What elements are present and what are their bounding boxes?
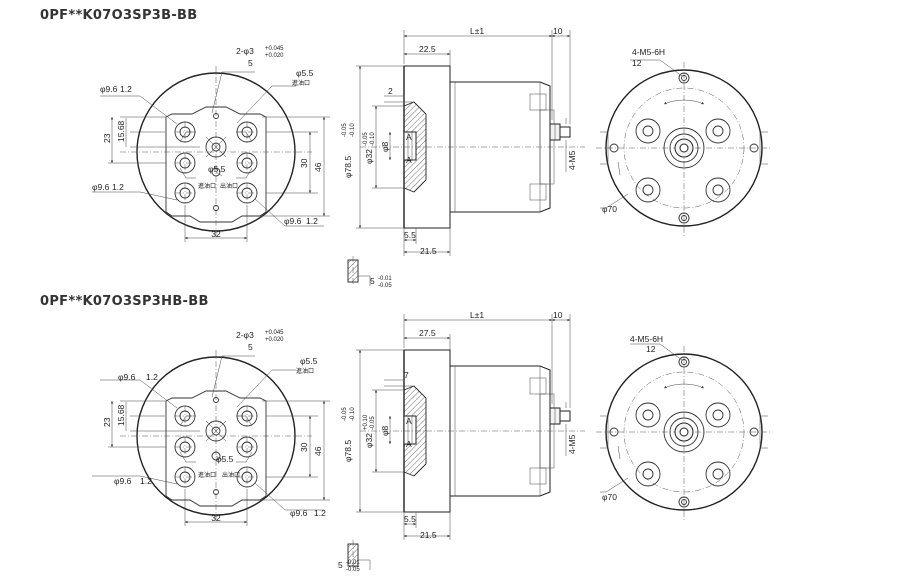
rear-view bbox=[596, 60, 772, 236]
dim-label: -0.05 bbox=[346, 567, 360, 573]
dim-label: φ32 bbox=[364, 433, 374, 448]
dim-label: +0.045 bbox=[265, 330, 284, 336]
dim-label: 1.2 bbox=[314, 508, 326, 518]
dim-label: 32 bbox=[211, 229, 221, 239]
dim-label: 12 bbox=[632, 58, 642, 68]
dim-label: 5.5 bbox=[404, 514, 416, 524]
dim-label: φ9.6 bbox=[114, 476, 132, 486]
dim-label: -0.01 bbox=[378, 276, 392, 282]
dim-label: -0.10 bbox=[350, 407, 356, 421]
side-section-view bbox=[348, 314, 585, 570]
labels-drawing-1: 2-φ3 +0.045 +0.020 5 φ5.5 進油口 φ9.6 1.2 φ… bbox=[92, 26, 665, 289]
port-label: 進油口 bbox=[198, 471, 216, 479]
dim-label: φ70 bbox=[602, 204, 617, 214]
rear-view bbox=[596, 344, 772, 520]
dim-label: 15.68 bbox=[116, 404, 126, 426]
dim-label: 23 bbox=[102, 133, 112, 143]
dim-label: -0.05 bbox=[342, 123, 348, 137]
dim-label: 5 bbox=[248, 342, 253, 352]
section-label: A bbox=[406, 416, 412, 426]
dim-label: 46 bbox=[313, 446, 323, 456]
side-section-view bbox=[348, 30, 585, 286]
dim-label: -0.05 bbox=[342, 407, 348, 421]
dim-label: 4-M5-6H bbox=[632, 47, 665, 57]
dim-label: +0.10 bbox=[363, 414, 369, 430]
dim-label: 5 bbox=[248, 58, 253, 68]
dim-label: φ78.5 bbox=[343, 440, 353, 462]
dim-label: φ78.5 bbox=[343, 156, 353, 178]
dim-label: 進油口 bbox=[296, 367, 314, 375]
dim-label: φ8 bbox=[380, 425, 390, 436]
dim-label: L±1 bbox=[470, 310, 484, 320]
port-label: 出油口 bbox=[222, 471, 240, 479]
dim-label: 1.2 bbox=[306, 216, 318, 226]
drawing-title: 0PF**K07O3SP3B-BB bbox=[40, 8, 198, 23]
dim-label: φ9.6 bbox=[92, 182, 110, 192]
dim-label: 10 bbox=[553, 26, 563, 36]
dim-label: 7 bbox=[404, 370, 409, 380]
dim-label: +0.045 bbox=[265, 46, 284, 52]
dim-label: 1.2 bbox=[140, 476, 152, 486]
dim-label: 4-M5 bbox=[567, 150, 577, 170]
dim-label: 1.2 bbox=[112, 182, 124, 192]
dim-label: 2-φ3 bbox=[236, 330, 254, 340]
dim-label: -0.01 bbox=[346, 560, 360, 566]
dim-label: -0.05 bbox=[378, 283, 392, 289]
dim-label: φ9.6 bbox=[284, 216, 302, 226]
dim-label: φ5.5 bbox=[300, 356, 318, 366]
dim-label: 進油口 bbox=[292, 79, 310, 87]
dim-label: 23 bbox=[102, 417, 112, 427]
dim-label: 12 bbox=[646, 344, 656, 354]
dim-label: -0.05 bbox=[363, 132, 369, 146]
dim-label: +0.020 bbox=[265, 337, 284, 343]
dim-label: φ5.5 bbox=[216, 454, 234, 464]
dim-label: 46 bbox=[313, 162, 323, 172]
dim-label: 4-M5-6H bbox=[630, 334, 663, 344]
dim-label: 30 bbox=[299, 158, 309, 168]
dim-label: 4-M5 bbox=[567, 434, 577, 454]
dim-label: 15.68 bbox=[116, 120, 126, 142]
dim-label: 5.5 bbox=[404, 230, 416, 240]
dim-label: φ32 bbox=[364, 149, 374, 164]
dim-label: +0.020 bbox=[265, 53, 284, 59]
dim-label: φ9.6 bbox=[100, 84, 118, 94]
dim-label: 1.2 bbox=[120, 84, 132, 94]
dim-label: φ5.5 bbox=[296, 68, 314, 78]
dim-label: 10 bbox=[553, 310, 563, 320]
dim-label: 2 bbox=[388, 86, 393, 96]
dim-label: 22.5 bbox=[419, 44, 436, 54]
dim-label: φ9.6 bbox=[118, 372, 136, 382]
section-label: A bbox=[406, 439, 412, 449]
dim-label: -0.10 bbox=[350, 123, 356, 137]
dim-label: 27.5 bbox=[419, 328, 436, 338]
dim-label: 30 bbox=[299, 442, 309, 452]
dim-label: -0.10 bbox=[370, 132, 376, 146]
dim-label: 32 bbox=[211, 513, 221, 523]
dim-label: L±1 bbox=[470, 26, 484, 36]
dim-label: -0.05 bbox=[370, 416, 376, 430]
section-label: A bbox=[406, 155, 412, 165]
dim-label: φ70 bbox=[602, 492, 617, 502]
dim-label: 2-φ3 bbox=[236, 46, 254, 56]
labels-drawing-2: 2-φ3 +0.045 +0.020 5 φ5.5 進油口 φ9.6 1.2 φ… bbox=[102, 310, 663, 573]
section-label: A bbox=[406, 132, 412, 142]
port-label: 進油口 bbox=[198, 182, 216, 190]
dim-label: 5 bbox=[370, 276, 375, 286]
dim-label: 21.5 bbox=[420, 530, 437, 540]
dim-label: φ8 bbox=[380, 141, 390, 152]
dim-label: φ5.5 bbox=[208, 164, 226, 174]
dim-label: 5 bbox=[338, 560, 343, 570]
dim-label: 21.5 bbox=[420, 246, 437, 256]
drawing-title: 0PF**K07O3SP3HB-BB bbox=[40, 294, 209, 309]
dim-label: 1.2 bbox=[146, 372, 158, 382]
dim-label: φ9.6 bbox=[290, 508, 308, 518]
port-label: 出油口 bbox=[220, 182, 238, 190]
